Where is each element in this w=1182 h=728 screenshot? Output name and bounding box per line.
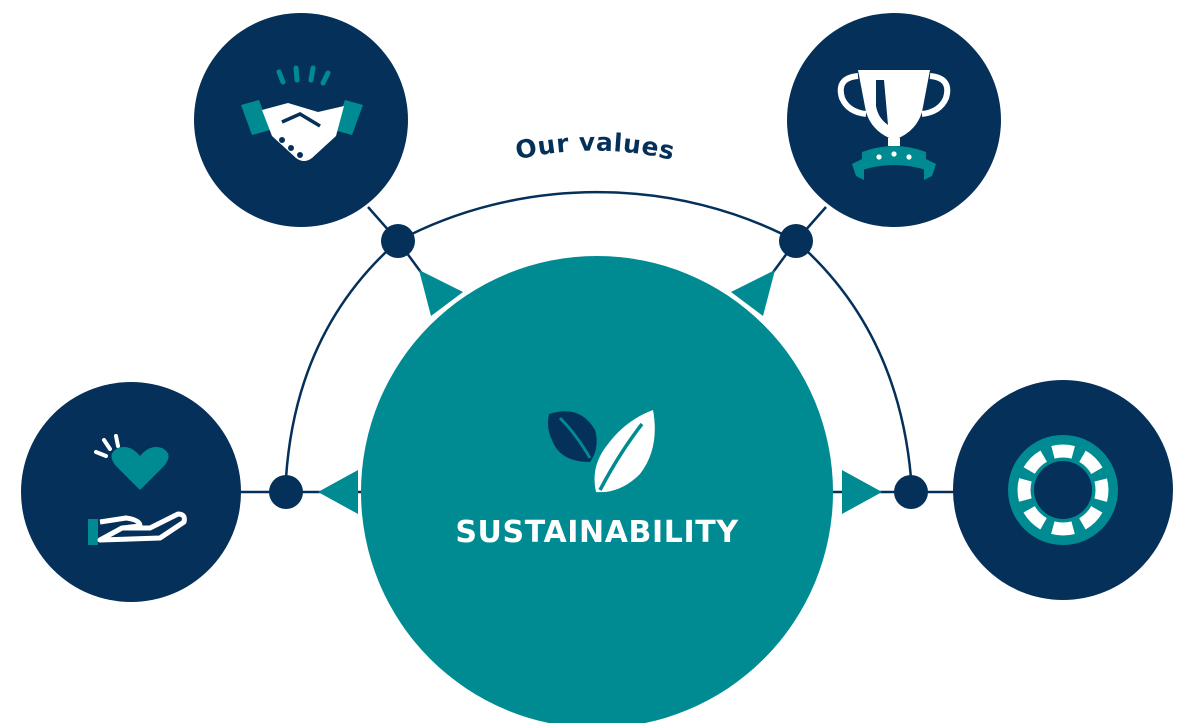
value-node-caring [21, 382, 241, 602]
junction-dots [269, 224, 928, 509]
junction-dot-lifebuoy [894, 475, 928, 509]
arrow-to-lifebuoy [842, 470, 882, 514]
junction-dot-caring [269, 475, 303, 509]
value-circle [21, 382, 241, 602]
values-arc-top [397, 190, 797, 243]
lifebuoy-icon [1008, 435, 1118, 545]
junction-dot-trophy [779, 224, 813, 258]
arrow-to-trophy [731, 270, 775, 316]
value-node-trophy [787, 13, 1001, 227]
arc-label: Our values [513, 128, 678, 166]
arrow-to-handshake [419, 270, 463, 316]
arrow-to-caring [318, 470, 358, 514]
junction-dot-handshake [381, 224, 415, 258]
handshake-icon [241, 65, 363, 161]
center-label: SUSTAINABILITY [455, 515, 739, 550]
arc-label-text: Our values [513, 128, 677, 166]
value-node-handshake [194, 13, 408, 227]
trophy-icon [837, 70, 951, 180]
value-node-lifebuoy [953, 380, 1173, 600]
caring-hand-heart-icon [88, 434, 187, 545]
arrows [318, 270, 882, 514]
values-arc-right [795, 240, 913, 479]
values-arc-left [284, 240, 399, 479]
leaves-icon [548, 410, 655, 493]
